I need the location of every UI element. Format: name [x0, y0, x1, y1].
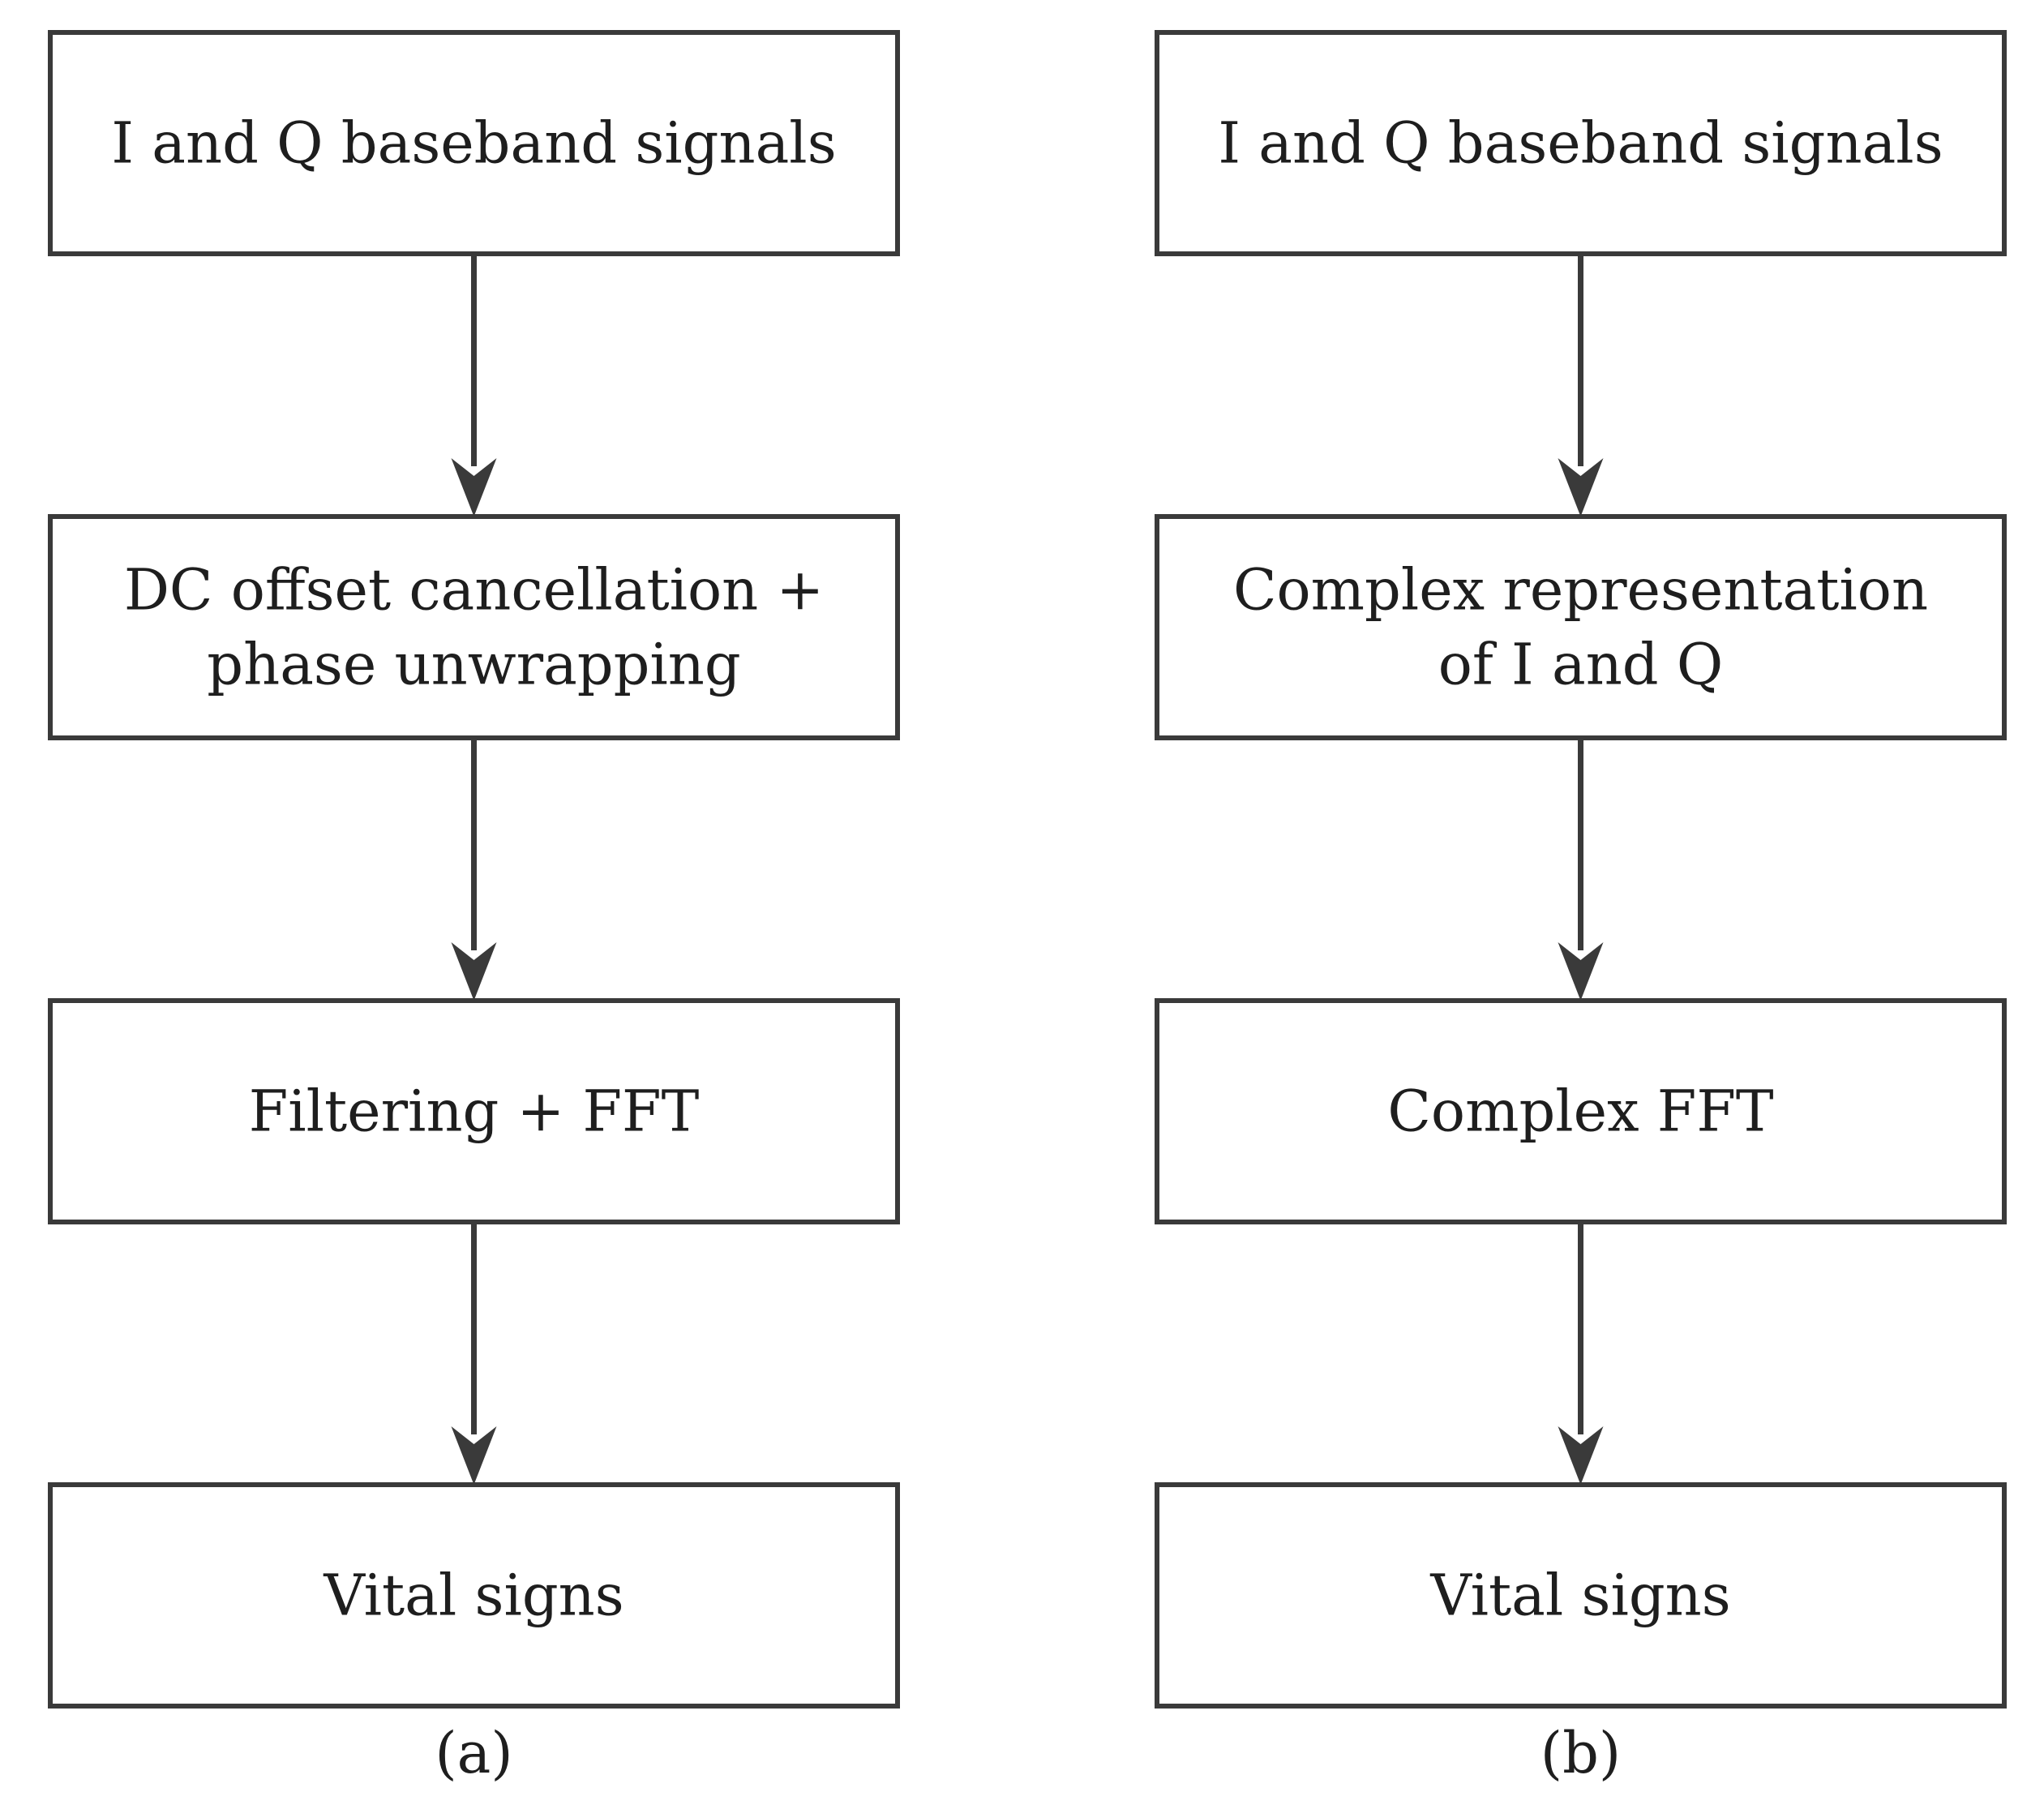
- step-label: phase unwrapping: [207, 632, 740, 698]
- step-label: Vital signs: [323, 1563, 623, 1629]
- flow-a: I and Q baseband signals DC offset cancel…: [48, 30, 900, 1786]
- flow-arrow: [1558, 254, 1604, 517]
- step-label: I and Q baseband signals: [1218, 110, 1943, 177]
- step-label: I and Q baseband signals: [111, 110, 836, 177]
- step-label: DC offset cancellation +: [124, 557, 824, 624]
- step-box: [48, 1482, 900, 1709]
- step-box: [1155, 998, 2007, 1224]
- flow-a-step-4: Vital signs: [48, 1482, 900, 1709]
- flow-a-step-2: DC offset cancellation + phase unwrapping: [48, 514, 900, 740]
- arrow-head: [451, 942, 497, 1001]
- flow-b-step-2: Complex representation of I and Q: [1155, 514, 2007, 740]
- step-label: Filtering + FFT: [249, 1078, 700, 1145]
- flow-arrow: [1558, 738, 1604, 1001]
- flow-b-step-4: Vital signs: [1155, 1482, 2007, 1709]
- flow-caption: (b): [1540, 1720, 1621, 1786]
- flow-b-step-3: Complex FFT: [1155, 998, 2007, 1224]
- step-box: [48, 514, 900, 740]
- flow-b-step-1: I and Q baseband signals: [1155, 30, 2007, 256]
- flow-arrow: [451, 738, 497, 1001]
- arrow-head: [1558, 942, 1604, 1001]
- arrow-head: [1558, 1426, 1604, 1485]
- flow-arrow: [451, 254, 497, 517]
- flow-arrow: [451, 1222, 497, 1485]
- arrow-head: [451, 458, 497, 517]
- diagram-root: I and Q baseband signals DC offset cancel…: [48, 30, 2007, 1786]
- arrow-head: [1558, 458, 1604, 517]
- step-label: of I and Q: [1438, 632, 1723, 698]
- step-label: Vital signs: [1429, 1563, 1730, 1629]
- step-box: [1155, 1482, 2007, 1709]
- flow-a-step-1: I and Q baseband signals: [48, 30, 900, 256]
- arrow-head: [451, 1426, 497, 1485]
- flow-a-step-3: Filtering + FFT: [48, 998, 900, 1224]
- step-label: Complex FFT: [1387, 1078, 1773, 1145]
- flow-caption: (a): [435, 1720, 512, 1786]
- step-label: Complex representation: [1233, 557, 1928, 624]
- step-box: [48, 998, 900, 1224]
- step-box: [48, 30, 900, 256]
- step-box: [1155, 514, 2007, 740]
- flow-arrow: [1558, 1222, 1604, 1485]
